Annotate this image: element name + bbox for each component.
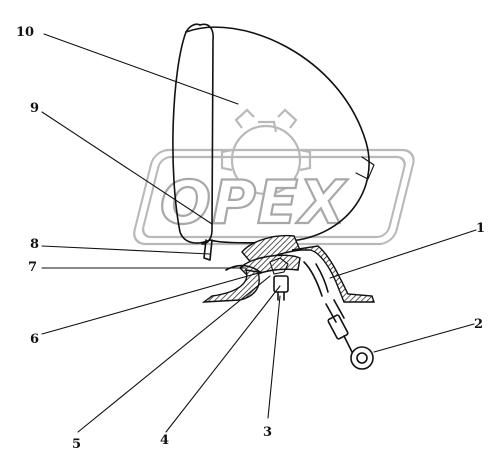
callout-7: 7	[28, 260, 37, 275]
ring-terminal-lead	[325, 299, 374, 370]
callout-5: 5	[72, 437, 81, 452]
callout-3: 3	[263, 425, 272, 440]
callout-1: 1	[476, 221, 485, 236]
leader-line-5	[77, 275, 271, 433]
mounting-bracket-assembly	[201, 234, 375, 303]
callout-4: 4	[160, 433, 169, 448]
leader-line-2	[373, 323, 475, 353]
leader-line-6	[41, 271, 263, 335]
callout-10: 10	[16, 25, 34, 40]
callout-9: 9	[30, 101, 39, 116]
callout-2: 2	[474, 317, 483, 332]
leader-line-1	[329, 229, 477, 279]
leader-line-4	[165, 285, 281, 433]
gear-watermark-icon	[220, 108, 312, 196]
watermark: OPEX	[133, 108, 415, 246]
callout-6: 6	[30, 332, 39, 347]
callout-labels: 10 9 8 7 6 5 4 3 1 2	[16, 25, 485, 452]
leader-lines	[41, 33, 477, 433]
leader-line-3	[267, 295, 281, 419]
leader-line-10	[43, 33, 239, 105]
leader-line-9	[41, 111, 213, 225]
leader-line-8	[41, 245, 211, 255]
watermark-text: OPEX	[160, 168, 348, 238]
callout-8: 8	[30, 237, 39, 252]
